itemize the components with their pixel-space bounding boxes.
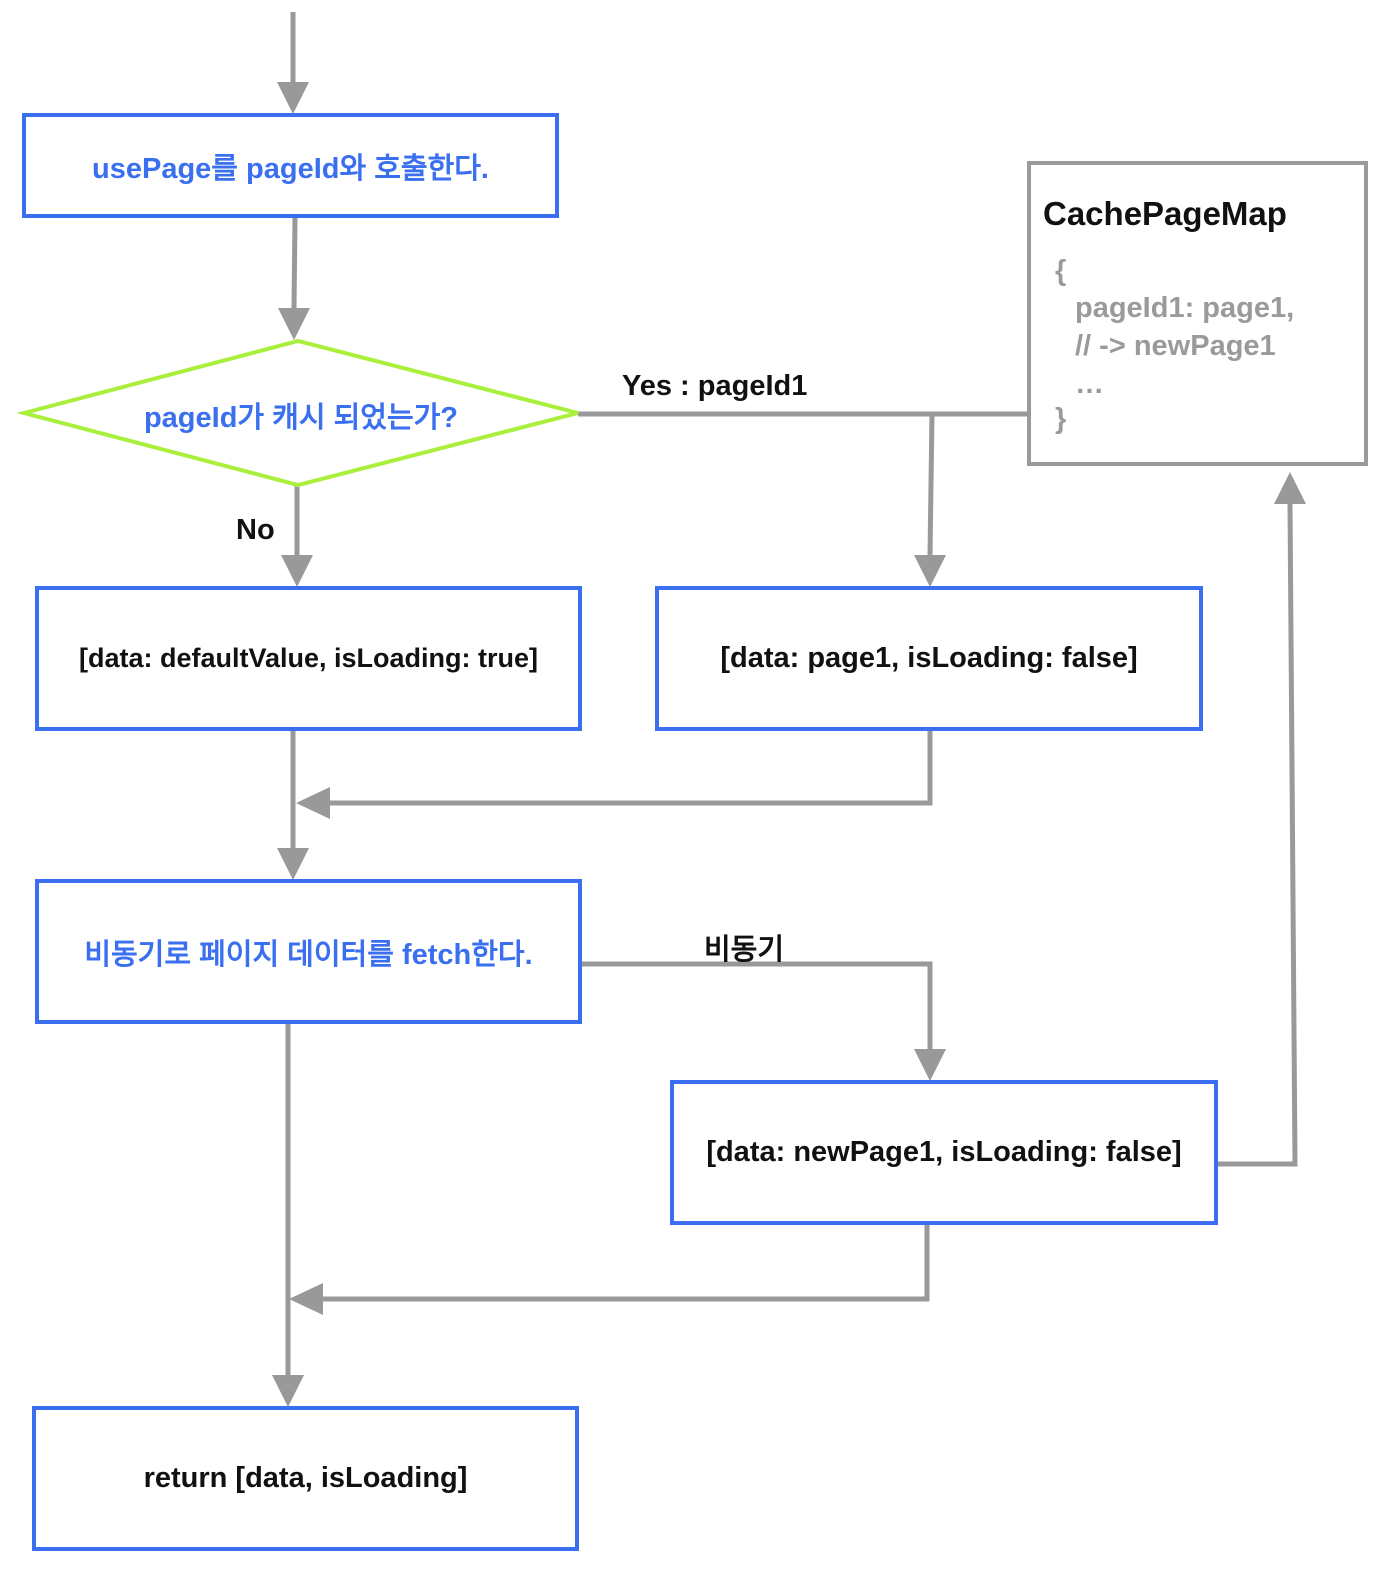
fetch-node: 비동기로 페이지 데이터를 fetch한다. [35, 879, 582, 1024]
edge-fetch-async [582, 961, 933, 1049]
edge-new-merge-arrowhead [289, 1283, 323, 1315]
yes-edge-label: Yes : pageId1 [622, 370, 808, 402]
cache-line-close-brace: } [1055, 403, 1067, 435]
decision-diamond [16, 338, 579, 488]
edge-cached-merge [330, 731, 933, 806]
default-state-node: [data: defaultValue, isLoading: true] [35, 586, 582, 731]
start-node: usePage를 pageId와 호출한다. [22, 113, 559, 218]
decision-node: pageId가 캐시 되었는가? [24, 385, 578, 445]
edge-yes-to-cached [927, 413, 935, 556]
edge-start-to-decision-arrowhead [278, 308, 310, 340]
async-edge-label: 비동기 [704, 934, 785, 966]
edge-yes-to-cached-arrowhead [914, 555, 946, 587]
cache-page-map: CachePageMap { pageId1: page1, // -> new… [1027, 161, 1368, 466]
return-node: return [data, isLoading] [32, 1406, 579, 1551]
return-node-label: return [data, isLoading] [143, 1462, 468, 1494]
edge-no-to-default-arrowhead [281, 555, 313, 587]
edge-start-to-decision [291, 217, 298, 309]
default-state-label: [data: defaultValue, isLoading: true] [78, 643, 539, 673]
new-state-node: [data: newPage1, isLoading: false] [670, 1080, 1218, 1225]
edge-new-to-cache [1218, 503, 1298, 1167]
cached-state-label: [data: page1, isLoading: false] [720, 642, 1138, 674]
edge-entry-arrowhead [277, 82, 309, 114]
decision-node-label: pageId가 캐시 되었는가? [143, 402, 459, 434]
fetch-node-label: 비동기로 페이지 데이터를 fetch한다. [84, 938, 533, 971]
edge-new-to-cache-arrowhead [1274, 472, 1306, 504]
new-state-label: [data: newPage1, isLoading: false] [706, 1136, 1182, 1168]
no-edge-label: No [236, 514, 275, 546]
edge-fetch-to-return-arrowhead [272, 1375, 304, 1407]
edge-new-merge [323, 1225, 930, 1302]
cache-line-entry: pageId1: page1, [1075, 292, 1295, 324]
start-node-label: usePage를 pageId와 호출한다. [92, 152, 489, 185]
cache-line-open-brace: { [1055, 255, 1067, 287]
cache-line-comment: // -> newPage1 [1075, 330, 1276, 362]
cached-state-node: [data: page1, isLoading: false] [655, 586, 1203, 731]
edge-cached-merge-arrowhead [296, 787, 330, 819]
edges [272, 12, 1306, 1407]
cache-line-ellipsis: … [1075, 368, 1104, 400]
edge-fetch-async-arrowhead [914, 1049, 946, 1081]
cache-page-map-title: CachePageMap [1043, 195, 1287, 232]
edge-default-to-fetch-arrowhead [277, 848, 309, 880]
